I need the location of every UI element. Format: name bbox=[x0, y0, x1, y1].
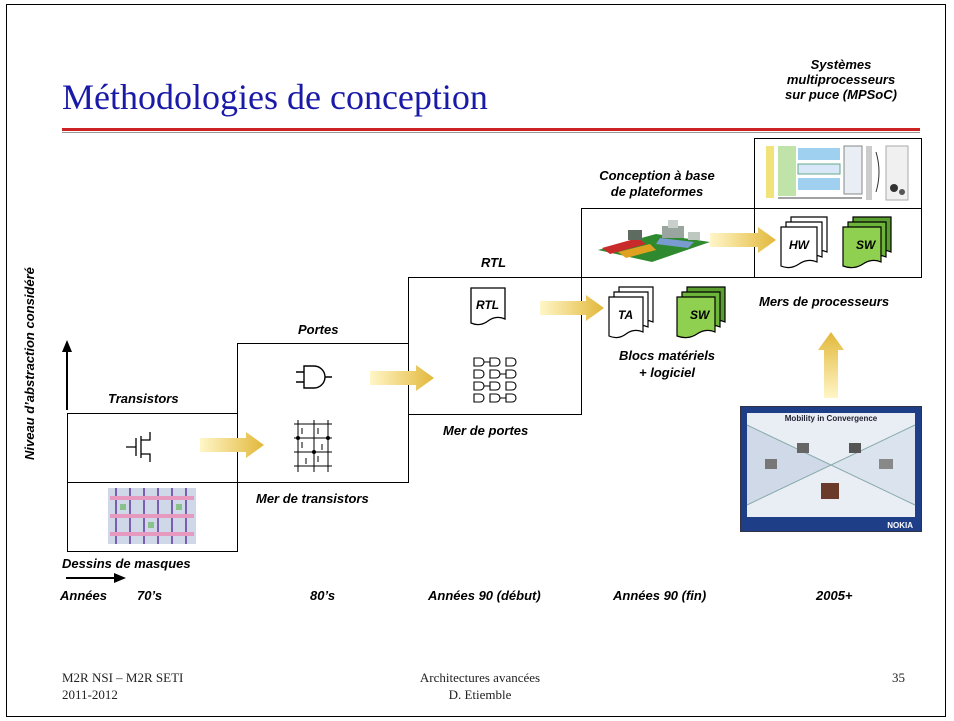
footer-year: 2011-2012 bbox=[62, 687, 118, 702]
nokia-heading: Mobility in Convergence bbox=[784, 414, 878, 423]
sw-document-stack-2-icon: SW bbox=[842, 216, 894, 273]
sw-doc-label: SW bbox=[690, 308, 710, 322]
hw-document-stack-icon: HW bbox=[780, 216, 830, 273]
y-axis-label: Niveau d’abstraction considéré bbox=[22, 267, 37, 460]
arrow-transistors-to-portes-icon bbox=[200, 432, 264, 458]
rtl-box bbox=[408, 277, 582, 415]
title-underline-shadow bbox=[62, 132, 920, 133]
title-underline bbox=[62, 128, 920, 131]
masques-label: Dessins de masques bbox=[62, 556, 191, 571]
mpsoc-title-line2: multiprocesseurs bbox=[786, 72, 896, 87]
arrow-plateformes-to-mpsoc-icon bbox=[710, 227, 776, 253]
transistor-symbol-icon bbox=[126, 432, 151, 462]
ta-document-stack-icon: TA bbox=[608, 286, 656, 343]
footer-center: Architectures avancées D. Etiemble bbox=[395, 669, 565, 703]
rtl-doc-label: RTL bbox=[476, 298, 500, 312]
year-70s: 70’s bbox=[137, 588, 163, 603]
nokia-logo: NOKIA bbox=[887, 521, 913, 530]
mer-portes-label: Mer de portes bbox=[443, 423, 529, 438]
year-80s: 80’s bbox=[310, 588, 336, 603]
mask-layout-icon bbox=[108, 488, 196, 544]
mpsoc-title-line3: sur puce (MPSoC) bbox=[785, 87, 897, 102]
nokia-poster-x-graphic bbox=[746, 424, 916, 506]
masques-box bbox=[67, 482, 238, 552]
platform-chip-image bbox=[598, 220, 710, 262]
and-gate-icon bbox=[296, 365, 332, 389]
mpsoc-divider bbox=[754, 208, 922, 209]
hw-doc-label: HW bbox=[789, 238, 809, 252]
footer-author: D. Etiemble bbox=[448, 687, 512, 702]
plateformes-label: Conception à base de plateformes bbox=[582, 168, 732, 200]
gate-array-icon bbox=[473, 357, 517, 403]
nokia-poster-panel: Mobility in Convergence bbox=[746, 413, 916, 517]
rtl-document-icon: RTL bbox=[470, 287, 506, 332]
slide-frame bbox=[6, 4, 946, 717]
arrow-rtl-to-blocs-icon bbox=[540, 295, 604, 321]
plateformes-label-line2: de plateformes bbox=[610, 184, 704, 199]
x-axis-label: Années bbox=[60, 588, 107, 603]
sw-document-stack-icon: SW bbox=[676, 286, 728, 343]
mer-transistors-label: Mer de transistors bbox=[256, 491, 369, 506]
slide-title: Méthodologies de conception bbox=[62, 77, 488, 117]
mpsoc-title: Systèmes multiprocesseurs sur puce (MPSo… bbox=[766, 57, 916, 102]
footer-subject: Architectures avancées bbox=[419, 670, 541, 685]
footer-course: M2R NSI – M2R SETI bbox=[62, 670, 184, 685]
year-2005: 2005+ bbox=[816, 588, 853, 603]
portes-label: Portes bbox=[298, 322, 339, 337]
y-axis-arrow bbox=[62, 340, 72, 410]
ta-doc-label: TA bbox=[618, 308, 634, 322]
mers-processeurs-label: Mers de processeurs bbox=[759, 294, 890, 309]
footer-left: M2R NSI – M2R SETI 2011-2012 bbox=[62, 669, 183, 703]
year-90-fin: Années 90 (fin) bbox=[613, 588, 707, 603]
arrow-nokia-up-icon bbox=[818, 332, 844, 398]
mpsoc-platform-diagram-image bbox=[764, 142, 912, 204]
blocs-label-line1: Blocs matériels bbox=[618, 348, 716, 363]
year-90-debut: Années 90 (début) bbox=[428, 588, 541, 603]
x-axis-arrow bbox=[66, 573, 126, 583]
blocs-label: Blocs matériels + logiciel bbox=[592, 347, 742, 381]
arrow-portes-to-rtl-icon bbox=[370, 365, 434, 391]
blocs-label-line2: + logiciel bbox=[639, 365, 695, 380]
mpsoc-title-line1: Systèmes bbox=[810, 57, 872, 72]
transistor-array-icon bbox=[294, 420, 332, 472]
plateformes-label-line1: Conception à base bbox=[599, 168, 715, 183]
sw-doc-2-label: SW bbox=[856, 238, 876, 252]
transistors-label: Transistors bbox=[108, 391, 179, 406]
rtl-label: RTL bbox=[481, 255, 507, 270]
page-number: 35 bbox=[892, 670, 905, 685]
nokia-convergence-image: Mobility in Convergence NOKIA bbox=[740, 406, 922, 532]
